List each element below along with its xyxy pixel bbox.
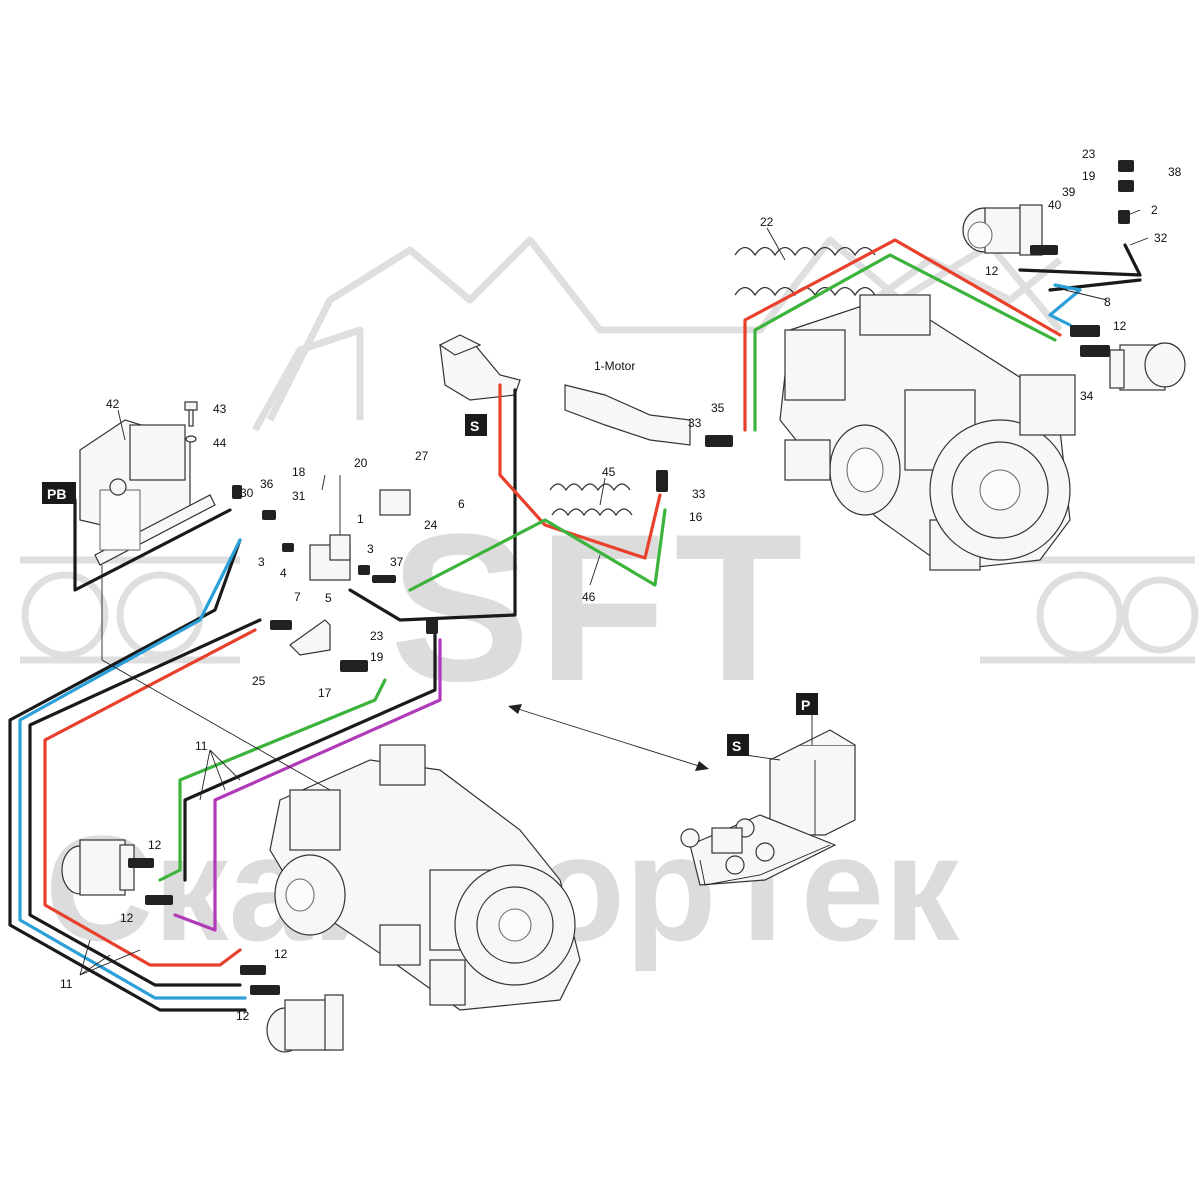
- detail-valve-block: [680, 729, 856, 886]
- hose-red-left: [43, 628, 257, 967]
- hose-black-top: [73, 498, 232, 592]
- bottom-motor: [266, 994, 344, 1053]
- hose-fittings: [128, 160, 1134, 995]
- callout-18: 18: [292, 465, 306, 479]
- hose-green-left: [158, 678, 387, 882]
- callout-6: 6: [458, 497, 465, 511]
- callout-38: 38: [1168, 165, 1182, 179]
- tag-s-upper: S: [465, 414, 487, 436]
- callout-25: 25: [252, 674, 266, 688]
- callout-17: 17: [318, 686, 332, 700]
- callout-12: 12: [236, 1009, 250, 1023]
- bolt-43: [184, 401, 198, 443]
- hose-black-left: [8, 538, 247, 1012]
- tag-pb: PB: [42, 482, 76, 504]
- motor-bracket-rail: [564, 384, 691, 446]
- callout-1: 1: [357, 512, 364, 526]
- callout-8: 8: [1104, 295, 1111, 309]
- spiral-guard-45: [549, 483, 633, 517]
- callout-12: 12: [148, 838, 162, 852]
- callout-23: 23: [1082, 147, 1096, 161]
- callout-42: 42: [106, 397, 120, 411]
- left-motor: [61, 839, 135, 896]
- tag-p-detail: P: [796, 693, 818, 715]
- callout-24: 24: [424, 518, 438, 532]
- callout-7: 7: [294, 590, 301, 604]
- callout-27: 27: [415, 449, 429, 463]
- callout-32: 32: [1154, 231, 1168, 245]
- svg-text:P: P: [801, 697, 810, 713]
- callout-33: 33: [688, 416, 702, 430]
- callout-19: 19: [1082, 169, 1096, 183]
- hose-black-center: [183, 633, 437, 882]
- callout-3: 3: [367, 542, 374, 556]
- callout-4: 4: [280, 566, 287, 580]
- callout-11: 11: [195, 739, 208, 753]
- callout-45: 45: [602, 465, 616, 479]
- callout-19: 19: [370, 650, 384, 664]
- callout-numbers: 1 2 3 3 4 5 6 7 8 11 11 12 12 12 12 12 1…: [60, 147, 1182, 1023]
- callout-20: 20: [354, 456, 368, 470]
- callout-30: 30: [240, 486, 254, 500]
- callout-40: 40: [1048, 198, 1062, 212]
- callout-12: 12: [1113, 319, 1127, 333]
- lower-right-motor: [1109, 342, 1186, 391]
- callout-34: 34: [1080, 389, 1094, 403]
- callout-36: 36: [260, 477, 274, 491]
- callout-39: 39: [1062, 185, 1076, 199]
- label-motor: 1-Motor: [594, 359, 635, 373]
- brake-pedal: [438, 334, 521, 401]
- callout-16: 16: [689, 510, 703, 524]
- upper-right-motor: [962, 204, 1043, 256]
- hose-black-left-inner: [28, 618, 262, 987]
- callout-44: 44: [213, 436, 227, 450]
- hose-red-upper: [498, 238, 1062, 560]
- bracket-25: [289, 619, 331, 656]
- front-axle-assembly: [269, 744, 581, 1011]
- callout-12: 12: [274, 947, 288, 961]
- leader-lines: [79, 209, 1149, 976]
- svg-text:S: S: [732, 738, 741, 754]
- callout-12: 12: [120, 911, 134, 925]
- pb-valve-bracket: [79, 419, 216, 566]
- hose-blue-left: [18, 538, 247, 1000]
- callout-23: 23: [370, 629, 384, 643]
- hose-blue-right: [1048, 283, 1082, 327]
- callout-22: 22: [760, 215, 774, 229]
- callout-33: 33: [692, 487, 706, 501]
- double-arrow: [508, 704, 709, 771]
- svg-text:PB: PB: [47, 486, 66, 502]
- callout-37: 37: [390, 555, 404, 569]
- hose-green-upper: [408, 253, 1057, 592]
- callout-12: 12: [985, 264, 999, 278]
- callout-3: 3: [258, 555, 265, 569]
- callout-2: 2: [1151, 203, 1158, 217]
- svg-text:S: S: [470, 418, 479, 434]
- callout-31: 31: [292, 489, 306, 503]
- watermark-logo: SFT: [390, 490, 811, 725]
- callout-35: 35: [711, 401, 725, 415]
- hose-lines: [8, 238, 1142, 1012]
- callout-43: 43: [213, 402, 227, 416]
- hose-magenta: [173, 638, 442, 932]
- watermark: SFT СкайфорТек: [20, 236, 1199, 972]
- callout-46: 46: [582, 590, 596, 604]
- central-valve-block: [309, 489, 411, 581]
- tag-s-detail: S: [727, 734, 749, 756]
- callout-5: 5: [325, 591, 332, 605]
- rear-axle-assembly: [779, 294, 1076, 571]
- callout-11: 11: [60, 977, 73, 991]
- hose-black-S: [348, 388, 517, 622]
